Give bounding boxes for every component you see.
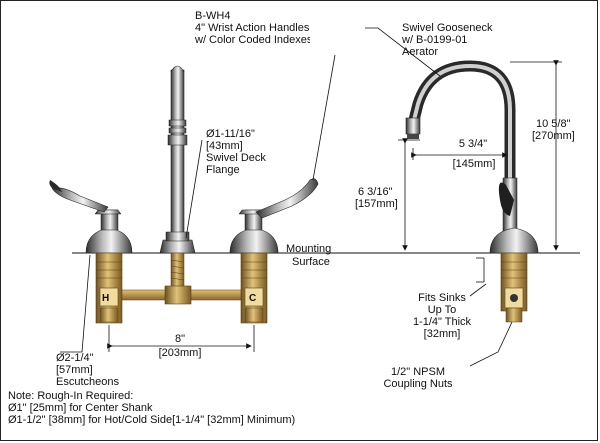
height-imperial: 10 5/8" — [536, 118, 571, 130]
swivel-leader — [365, 27, 441, 77]
height-label: 10 5/8" [270mm] — [532, 118, 575, 142]
centers-imperial: 8" — [174, 333, 186, 345]
flange-leader — [185, 139, 203, 239]
mounting-label: Mounting Surface — [286, 243, 331, 268]
handle-desc-1: 4" Wrist Action Handles — [195, 22, 310, 34]
reach-dimension — [411, 148, 508, 160]
sinks-line-3: 1-1/4" Thick — [412, 316, 472, 328]
flange-name-2: Flange — [206, 164, 240, 176]
handle-desc-2: w/ Color Coded Indexes — [195, 34, 310, 46]
handle-callout: B-WH4 4" Wrist Action Handles w/ Color C… — [195, 10, 310, 46]
handle-leader — [312, 54, 336, 181]
swivel-line-1: Swivel Gooseneck — [402, 22, 493, 34]
height-metric: [270mm] — [532, 130, 575, 142]
hot-mark: H — [102, 293, 110, 304]
coupling-leader — [469, 321, 513, 367]
centers-metric: [203mm] — [158, 347, 202, 359]
centers-metric-label: [203mm] — [152, 347, 208, 359]
flange-callout: Ø1-11/16" [43mm] Swivel Deck Flange — [206, 128, 266, 176]
notes-line-1: Ø1" [25mm] for Center Shank — [8, 402, 153, 414]
notes-line-2: Ø1-1/2" [38mm] for Hot/Cold Side[1-1/4" … — [8, 414, 296, 426]
escutcheon-leader — [60, 254, 91, 353]
rough-in-notes: Note: Rough-In Required: Ø1" [25mm] for … — [8, 390, 295, 426]
notes-title: Note: Rough-In Required: — [8, 390, 134, 402]
mounting-line-1: Mounting — [286, 243, 332, 255]
escutcheon-callout: Ø2-1/4" [57mm] Escutcheons — [56, 352, 119, 388]
flange-diameter: Ø1-11/16" — [206, 128, 255, 140]
spout-imperial: 6 3/16" — [358, 186, 393, 198]
mounting-line-2: Surface — [292, 256, 330, 268]
flange-name-1: Swivel Deck — [206, 152, 266, 164]
flange-metric: [43mm] — [206, 140, 243, 152]
coupling-callout: 1/2" NPSM Coupling Nuts — [368, 366, 468, 390]
height-dimension — [510, 60, 562, 254]
reach-imperial: 5 3/4" — [458, 138, 488, 150]
swivel-callout: Swivel Gooseneck w/ B-0199-01 Aerator — [402, 22, 493, 58]
center-riser — [159, 65, 196, 294]
reach-metric: [145mm] — [452, 158, 496, 170]
spout-metric: [157mm] — [355, 198, 398, 210]
sinks-line-1: Fits Sinks — [418, 292, 466, 304]
swivel-line-2: w/ B-0199-01 — [402, 34, 468, 46]
reach-label: 5 3/4" — [448, 138, 498, 150]
coupling-line-1: 1/2" NPSM — [390, 366, 446, 378]
spout-height-dimension — [398, 138, 420, 251]
swivel-line-3: Aerator — [402, 46, 439, 58]
escutcheon-diameter: Ø2-1/4" — [56, 352, 94, 364]
centers-label: 8" — [158, 333, 202, 345]
coupling-line-2: Coupling Nuts — [383, 378, 453, 390]
centers-dimension — [107, 325, 255, 352]
sinks-line-4: [32mm] — [423, 328, 461, 340]
handle-model: B-WH4 — [195, 10, 231, 22]
side-view-faucet — [405, 60, 539, 323]
escutcheon-metric: [57mm] — [56, 364, 93, 376]
escutcheon-name: Escutcheons — [56, 376, 119, 388]
crossover-pipe — [107, 285, 249, 305]
spout-label: 6 3/16" [157mm] — [355, 186, 398, 210]
sinks-line-2: Up To — [427, 304, 457, 316]
hot-valve — [49, 180, 133, 324]
sink-thickness-dimension — [469, 257, 487, 297]
sinks-callout: Fits Sinks Up To 1-1/4" Thick [32mm] — [404, 292, 480, 340]
cold-valve — [229, 178, 319, 324]
reach-metric-label: [145mm] — [444, 158, 504, 170]
cold-mark: C — [249, 293, 257, 304]
